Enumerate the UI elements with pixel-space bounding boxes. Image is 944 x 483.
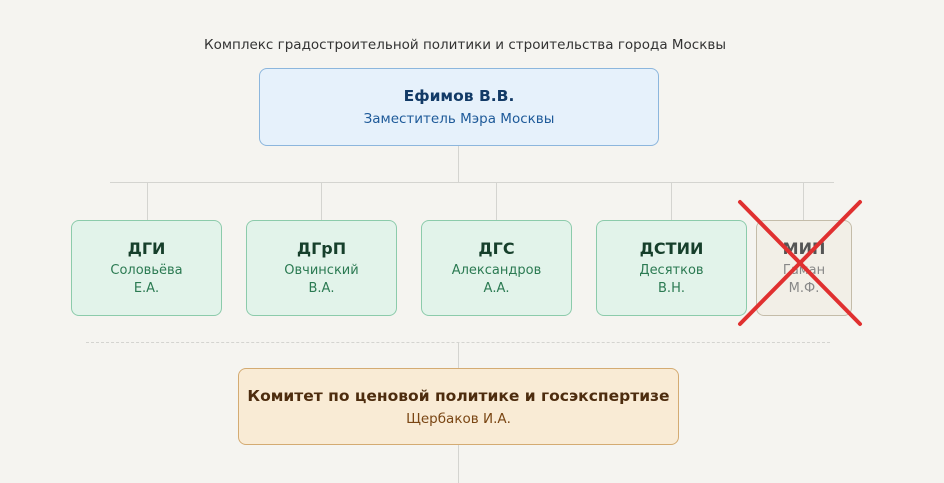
head-name: Ефимов В.В. (403, 87, 515, 105)
committee-card: Комитет по ценовой политике и госэксперт… (238, 368, 679, 445)
dept-person-surname: Овчинский (284, 262, 359, 278)
committee-name: Комитет по ценовой политике и госэксперт… (247, 386, 670, 405)
connector-dept-2 (321, 182, 322, 220)
dept-abbr: ДГИ (127, 238, 166, 258)
dept-person-initials: В.А. (308, 280, 335, 296)
dept-card-dgrp: ДГрП Овчинский В.А. (246, 220, 397, 316)
connector-head-down (458, 146, 459, 183)
connector-dept-5 (803, 182, 804, 220)
dept-abbr: ДСТИИ (639, 238, 704, 258)
dept-person-initials: Е.А. (133, 280, 160, 296)
dept-person-surname: Соловьёва (110, 262, 183, 278)
dept-abbr: МИП (782, 238, 826, 258)
connector-dept-1 (147, 182, 148, 220)
cross-out-icon (738, 200, 862, 326)
head-role: Заместитель Мэра Москвы (363, 111, 555, 127)
dept-person-surname: Десятков (639, 262, 704, 278)
connector-horizontal-bus (110, 182, 834, 183)
dept-abbr: ДГрП (296, 238, 347, 258)
dept-card-dstii: ДСТИИ Десятков В.Н. (596, 220, 747, 316)
dept-card-dgi: ДГИ Соловьёва Е.А. (71, 220, 222, 316)
connector-dept-4 (671, 182, 672, 220)
dashed-divider (86, 342, 830, 343)
head-card: Ефимов В.В. Заместитель Мэра Москвы (259, 68, 659, 146)
chart-caption: Комплекс градостроительной политики и ст… (203, 37, 727, 53)
dept-person-initials: А.А. (483, 280, 510, 296)
dept-person-surname: Александров (451, 262, 542, 278)
connector-to-committee (458, 342, 459, 368)
dept-abbr: ДГС (478, 238, 515, 258)
connector-committee-down (458, 445, 459, 483)
dept-card-dgs: ДГС Александров А.А. (421, 220, 572, 316)
committee-head: Щербаков И.А. (406, 410, 511, 427)
dept-person-initials: В.Н. (658, 280, 685, 296)
dept-person-surname: Гаман (782, 262, 826, 278)
dept-person-initials: М.Ф. (788, 280, 820, 296)
connector-dept-3 (496, 182, 497, 220)
